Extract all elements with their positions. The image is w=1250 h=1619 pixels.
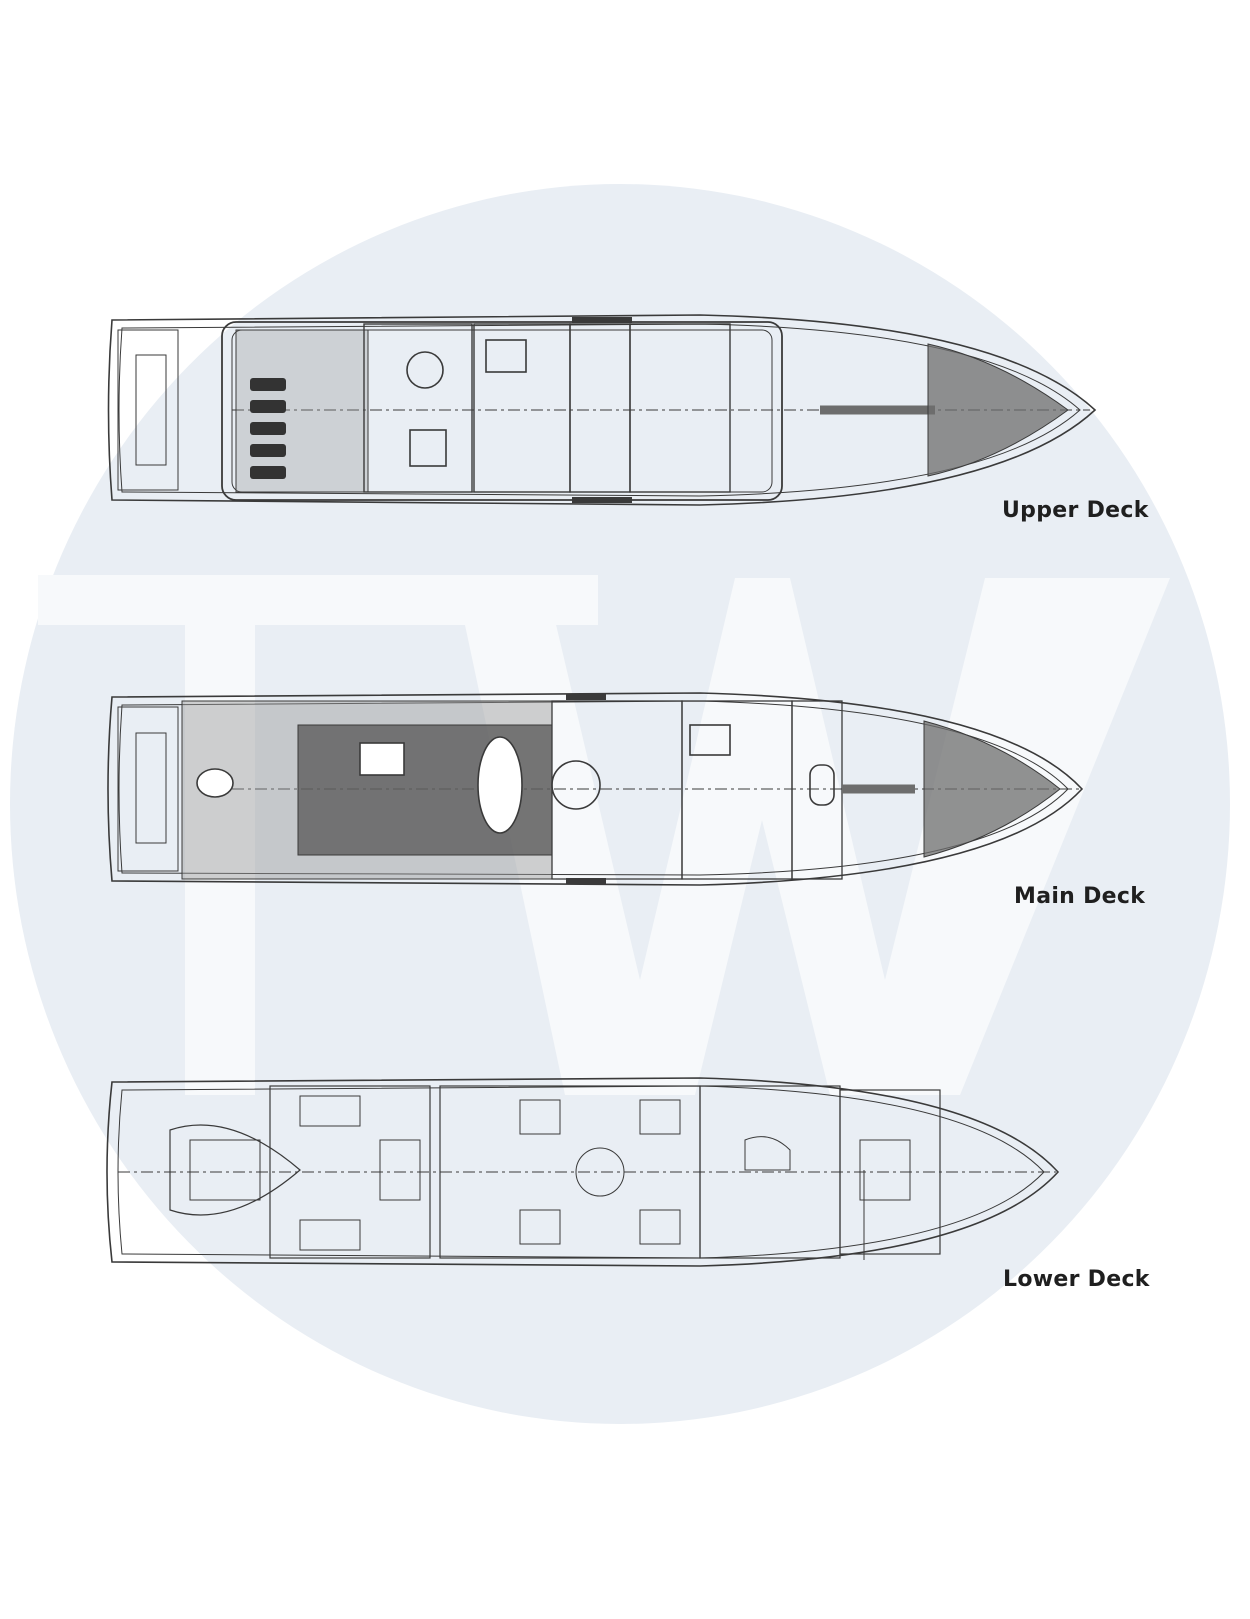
upper-deck-label: Upper Deck (1002, 498, 1149, 523)
upper-deck-plan (107, 314, 1097, 506)
lower-deck-label: Lower Deck (1003, 1267, 1150, 1292)
main-deck-label: Main Deck (1014, 884, 1146, 909)
main-deck-plan (107, 692, 1084, 886)
lower-deck-plan (106, 1077, 1060, 1267)
